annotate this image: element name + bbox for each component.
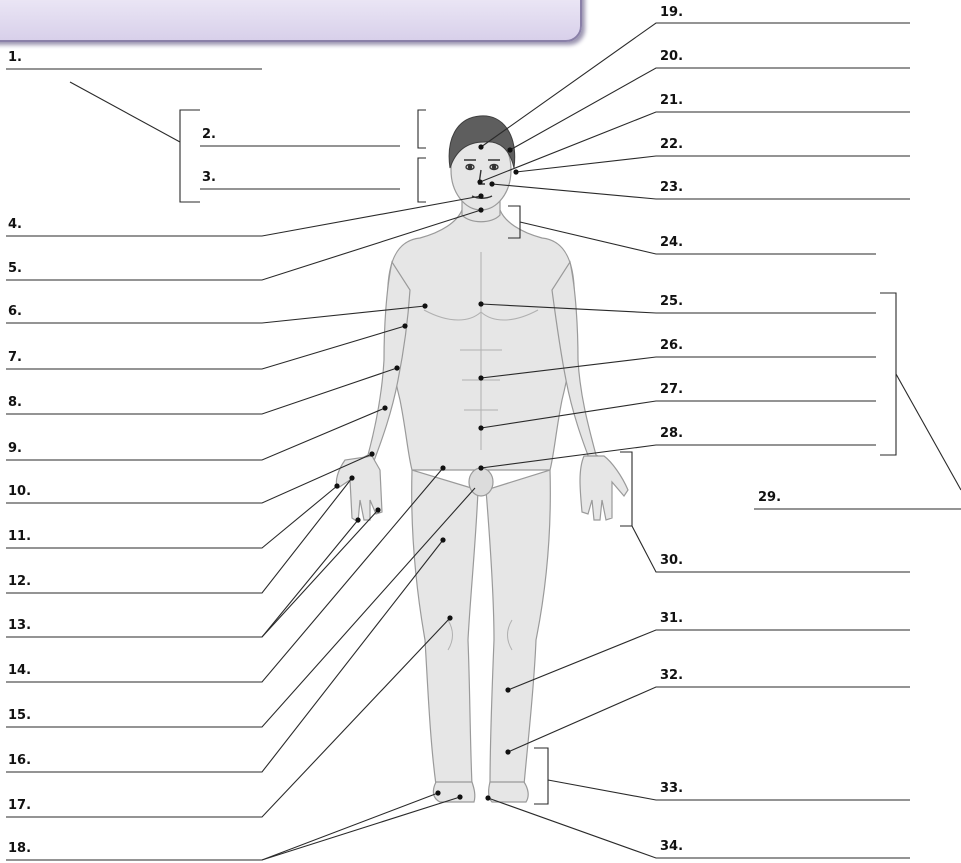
label-31: 31.	[660, 612, 683, 625]
label-9: 9.	[8, 442, 22, 455]
label-16: 16.	[8, 754, 31, 767]
label-5: 5.	[8, 262, 22, 275]
label-13: 13.	[8, 619, 31, 632]
label-33: 33.	[660, 782, 683, 795]
label-17: 17.	[8, 799, 31, 812]
label-7: 7.	[8, 351, 22, 364]
label-10: 10.	[8, 485, 31, 498]
label-32: 32.	[660, 669, 683, 682]
label-15: 15.	[8, 709, 31, 722]
label-20: 20.	[660, 50, 683, 63]
left-leg	[412, 470, 478, 785]
right-hand	[580, 456, 628, 520]
label-30: 30.	[660, 554, 683, 567]
label-14: 14.	[8, 664, 31, 677]
label-12: 12.	[8, 575, 31, 588]
label-28: 28.	[660, 427, 683, 440]
genital-region	[469, 468, 493, 496]
label-4: 4.	[8, 218, 22, 231]
label-19: 19.	[660, 6, 683, 19]
label-24: 24.	[660, 236, 683, 249]
label-23: 23.	[660, 181, 683, 194]
label-27: 27.	[660, 383, 683, 396]
label-1: 1.	[8, 51, 22, 64]
label-3: 3.	[202, 171, 216, 184]
label-29: 29.	[758, 491, 781, 504]
label-18: 18.	[8, 842, 31, 855]
right-foot	[489, 782, 528, 802]
label-34: 34.	[660, 840, 683, 853]
label-25: 25.	[660, 295, 683, 308]
label-21: 21.	[660, 94, 683, 107]
label-6: 6.	[8, 305, 22, 318]
label-8: 8.	[8, 396, 22, 409]
label-2: 2.	[202, 128, 216, 141]
label-11: 11.	[8, 530, 31, 543]
label-26: 26.	[660, 339, 683, 352]
label-22: 22.	[660, 138, 683, 151]
